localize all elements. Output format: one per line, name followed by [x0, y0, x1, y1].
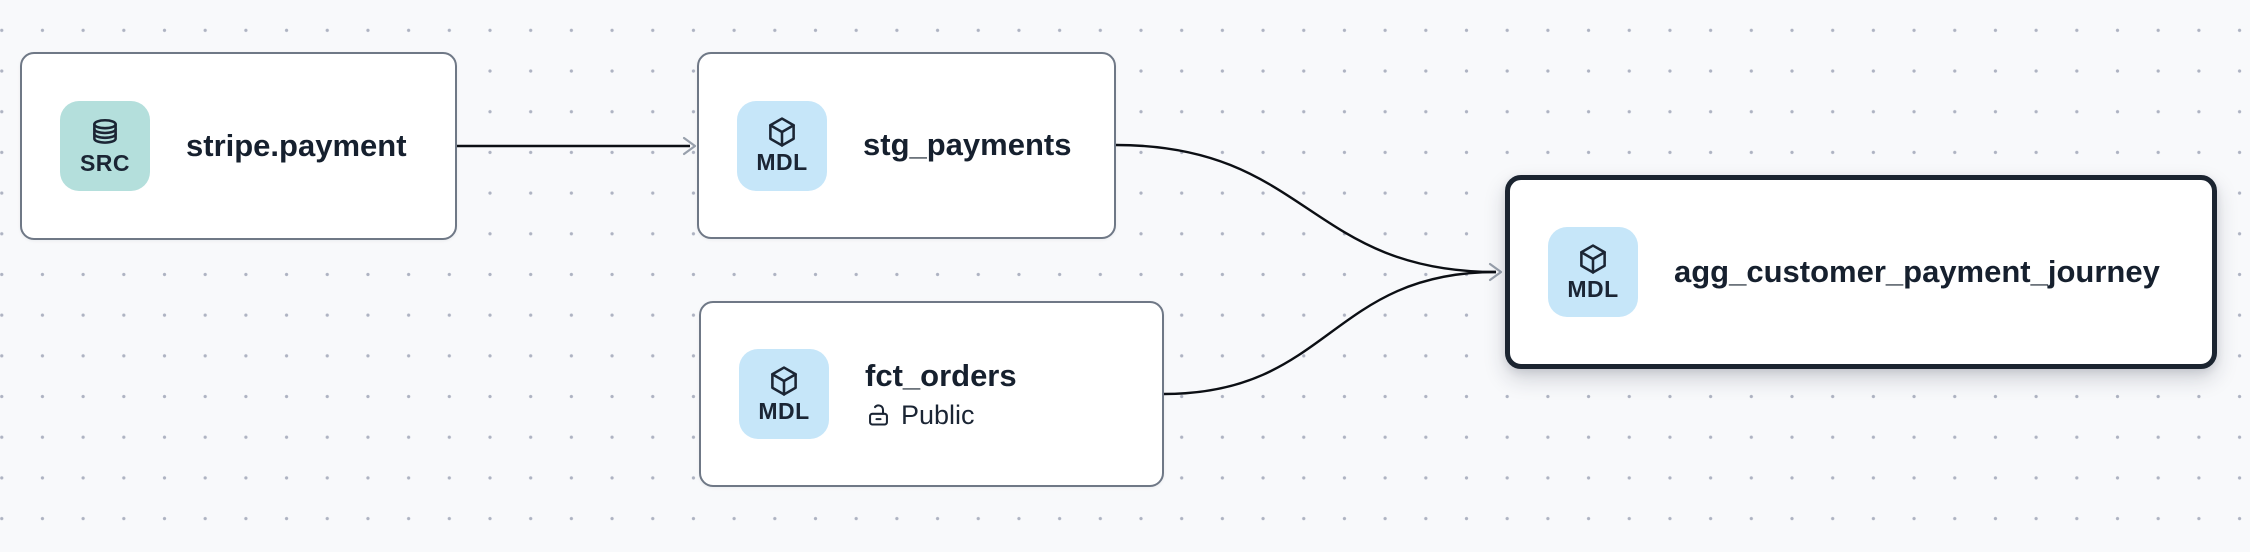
model-badge: MDL — [739, 349, 829, 439]
access-label: Public — [901, 399, 975, 430]
node-title: stg_payments — [863, 127, 1072, 163]
edge-stg-payments-to-agg-customer-payment-journey[interactable] — [1115, 143, 1497, 274]
model-badge: MDL — [1548, 227, 1638, 317]
cube-icon — [1576, 242, 1610, 276]
source-badge: SRC — [60, 101, 150, 191]
badge-label: MDL — [756, 149, 808, 176]
node-fct-orders[interactable]: MDL fct_orders Public — [699, 301, 1164, 487]
node-title: agg_customer_payment_journey — [1674, 253, 2160, 289]
cube-icon — [767, 364, 801, 398]
node-title: stripe.payment — [186, 127, 407, 163]
node-stg-payments[interactable]: MDL stg_payments — [697, 52, 1116, 239]
node-agg-customer-payment-journey[interactable]: MDL agg_customer_payment_journey — [1505, 175, 2217, 369]
node-title: fct_orders — [865, 358, 1017, 394]
node-stripe-payment[interactable]: SRC stripe.payment — [20, 52, 457, 240]
badge-label: SRC — [79, 149, 131, 176]
badge-label: MDL — [1567, 275, 1619, 302]
model-badge: MDL — [737, 100, 827, 191]
cube-icon — [765, 115, 799, 149]
badge-label: MDL — [758, 397, 810, 424]
database-icon — [88, 116, 122, 150]
edge-fct-orders-to-agg-customer-payment-journey[interactable] — [1163, 270, 1497, 396]
access-row: Public — [865, 400, 1017, 431]
lock-open-icon — [865, 402, 892, 429]
